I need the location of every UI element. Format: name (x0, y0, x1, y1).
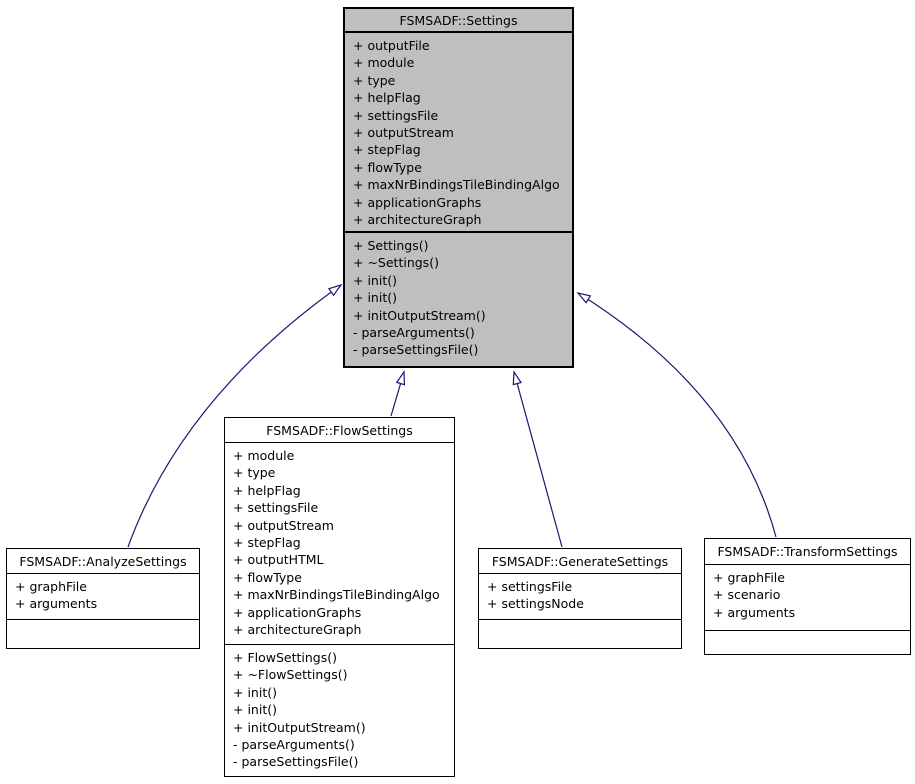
methods-compartment-empty (479, 620, 681, 648)
class-box-transformsettings[interactable]: FSMSADF::TransformSettings + graphFile+ … (704, 538, 911, 655)
method-row: + init() (233, 684, 277, 700)
attribute-row: + arguments (15, 596, 98, 612)
class-title[interactable]: FSMSADF::Settings (345, 9, 572, 33)
attribute-row: + graphFile (15, 579, 87, 594)
method-row: + Settings() (353, 238, 429, 253)
methods-compartment-empty (705, 631, 910, 654)
attribute-row: + outputStream (353, 125, 454, 141)
attribute-row: + outputFile (353, 38, 430, 53)
attributes-compartment: + outputFile + module+ type + helpFlag+ se… (345, 33, 572, 233)
method-row: + initOutputStream() (233, 719, 366, 735)
attribute-row: + maxNrBindingsTileBindingAlgo (233, 587, 440, 603)
methods-compartment: + FlowSettings()+ ~FlowSettings()+ init(… (225, 645, 454, 776)
method-row: + init() (353, 272, 397, 288)
method-row: - parseArguments() (353, 325, 475, 341)
attribute-row: + applicationGraphs (353, 194, 482, 210)
method-row: + FlowSettings() (233, 650, 338, 665)
method-row: + ~Settings() (353, 255, 439, 271)
attribute-row: + module (353, 55, 415, 71)
attribute-row: + flowType (353, 159, 422, 175)
attribute-row: + stepFlag (353, 142, 421, 158)
method-row: + init() (353, 290, 397, 306)
attribute-row: + outputHTML (233, 552, 324, 568)
class-title[interactable]: FSMSADF::TransformSettings (705, 539, 910, 565)
inheritance-arrow-flowsettings (390, 370, 406, 417)
methods-compartment: + Settings()+ ~Settings()+ init()+ init(… (345, 233, 572, 366)
attribute-row: + outputStream (233, 517, 334, 533)
attribute-row: + settingsFile (487, 579, 573, 594)
attribute-row: + settingsFile (233, 500, 319, 516)
method-row: - parseArguments() (233, 737, 355, 753)
attribute-row: + helpFlag (233, 482, 301, 498)
attribute-row: + architectureGraph (233, 622, 362, 638)
attributes-compartment: + module+ type+ helpFlag+ settingsFile+ … (225, 443, 454, 645)
attribute-row: + settingsNode (487, 596, 584, 612)
class-box-generatesettings[interactable]: FSMSADF::GenerateSettings + settingsFile… (478, 548, 682, 649)
attribute-row: + architectureGraph (353, 212, 482, 228)
attribute-row: + maxNrBindingsTileBindingAlgo (353, 177, 560, 193)
method-row: - parseSettingsFile() (233, 754, 359, 770)
methods-compartment-empty (7, 620, 199, 648)
inheritance-arrow-transformsettings (576, 291, 777, 538)
attributes-compartment: + graphFile + arguments (7, 574, 199, 620)
method-row: + init() (233, 702, 277, 718)
attributes-compartment: + graphFile + scenario+ arguments (705, 565, 910, 631)
class-title[interactable]: FSMSADF::AnalyzeSettings (7, 549, 199, 574)
class-title[interactable]: FSMSADF::GenerateSettings (479, 549, 681, 574)
attribute-row: + stepFlag (233, 535, 301, 551)
attribute-row: + settingsFile (353, 107, 439, 123)
attributes-compartment: + settingsFile + settingsNode (479, 574, 681, 620)
attribute-row: + flowType (233, 569, 302, 585)
attribute-row: + scenario (713, 587, 781, 603)
inheritance-arrow-generatesettings (512, 370, 563, 548)
attribute-row: + arguments (713, 604, 796, 620)
method-row: + initOutputStream() (353, 307, 486, 323)
method-row: - parseSettingsFile() (353, 342, 479, 358)
attribute-row: + type (353, 72, 396, 88)
method-row: + ~FlowSettings() (233, 667, 348, 683)
class-box-flowsettings[interactable]: FSMSADF::FlowSettings + module+ type+ he… (224, 417, 455, 777)
class-title[interactable]: FSMSADF::FlowSettings (225, 418, 454, 443)
class-box-settings[interactable]: FSMSADF::Settings + outputFile+ module+ … (343, 7, 574, 368)
attribute-row: + applicationGraphs (233, 604, 362, 620)
attribute-row: + type (233, 465, 276, 481)
class-box-analyzesettings[interactable]: FSMSADF::AnalyzeSettings + graphFile+ ar… (6, 548, 200, 649)
attribute-row: + helpFlag (353, 90, 421, 106)
attribute-row: + graphFile (713, 570, 785, 585)
attribute-row: + module (233, 448, 295, 463)
